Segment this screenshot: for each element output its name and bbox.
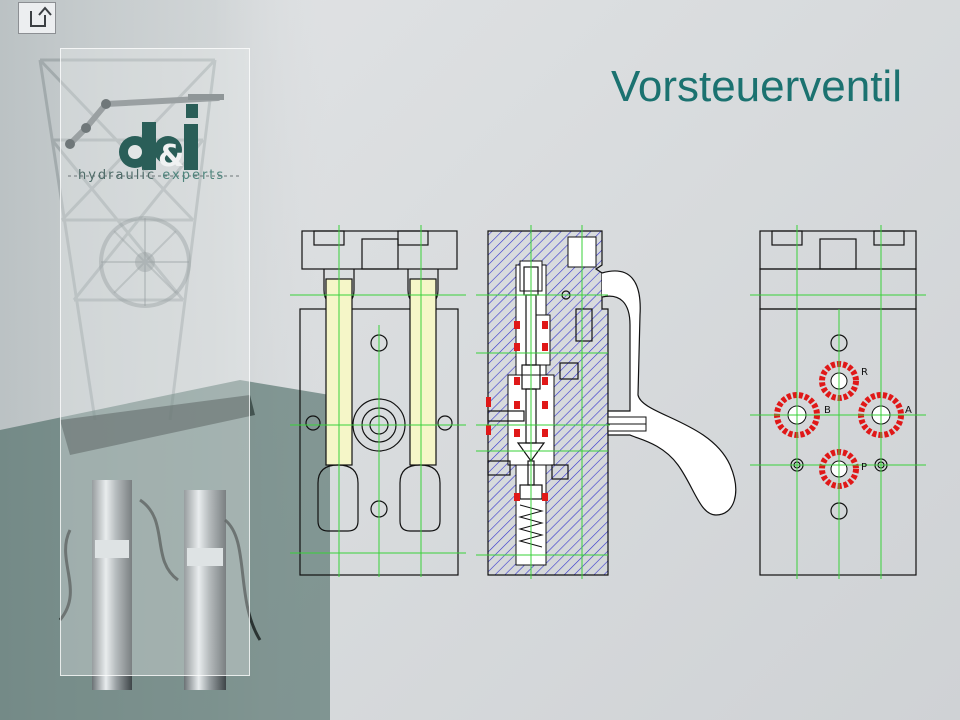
industrial-background-image [0,0,330,720]
section-view [486,230,737,576]
port-label-p: P [861,462,867,473]
section-view-centerlines [476,225,610,579]
front-view-centerlines [290,225,466,577]
company-logo: & [65,94,242,177]
svg-text:&: & [158,139,184,174]
page-title: Vorsteuerventil [610,62,902,111]
port-view-centerlines [750,225,926,579]
port-label-a: A [905,405,912,416]
logo-tagline: hydraulic experts [78,168,225,183]
valve-technical-drawing: R B A P [290,225,926,579]
logo-tagline-part2: experts [162,168,226,183]
return-arrow-icon [30,6,52,27]
return-button[interactable] [18,2,56,34]
port-label-b: B [824,405,831,416]
port-label-r: R [861,367,868,378]
port-view [759,230,917,576]
logo-tagline-part1: hydraulic [78,168,157,183]
left-decoration-panel [0,0,330,720]
